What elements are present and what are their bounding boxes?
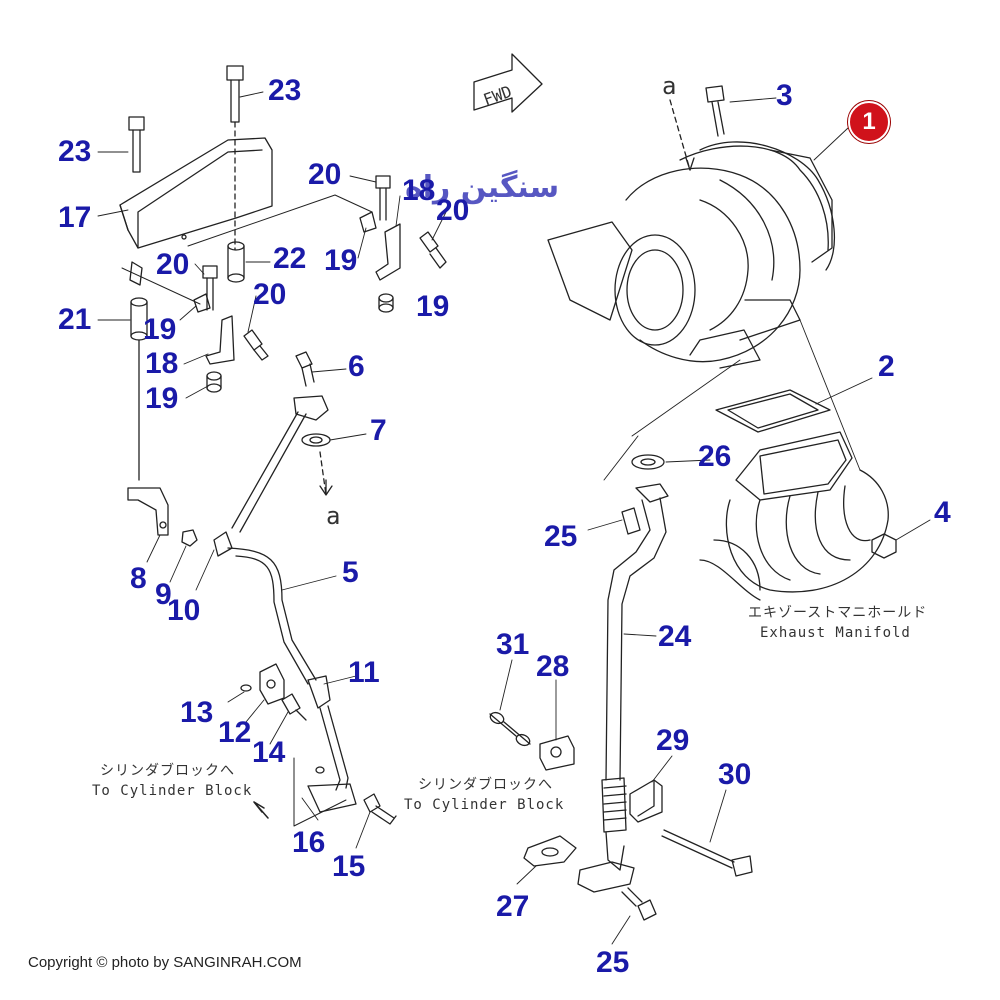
- callout-2: 2: [878, 350, 895, 383]
- callout-31: 31: [496, 628, 530, 661]
- clamp-29: [629, 779, 663, 823]
- callout-5: 5: [342, 556, 359, 589]
- callout-11: 11: [348, 656, 380, 689]
- washer-7: [301, 433, 331, 447]
- clamp-8: [127, 487, 169, 536]
- bracket-18-lower: [193, 265, 235, 365]
- callout-26: 26: [698, 440, 732, 473]
- clip-28: [539, 735, 575, 771]
- bolt-23-top: [226, 65, 244, 251]
- banjo-bolt-6: [295, 351, 315, 387]
- leader-lines: [97, 91, 931, 945]
- washer-13: [240, 684, 252, 692]
- bolt-14: [281, 693, 307, 721]
- bolt-25-lower: [621, 887, 657, 921]
- bolt-15: [363, 793, 397, 825]
- callout-12: 12: [218, 716, 252, 749]
- note-cyl-block-left-jp: シリンダブロックへ: [100, 763, 235, 779]
- fwd-label: FWD: [481, 82, 515, 110]
- callout-10: 10: [167, 594, 201, 627]
- gasket-12: [259, 663, 285, 705]
- callout-18-lower: 18: [145, 347, 179, 380]
- callout-4: 4: [934, 496, 951, 529]
- callout-20-b: 20: [436, 194, 470, 227]
- callout-9: 9: [155, 578, 172, 611]
- callout-24: 24: [658, 620, 692, 653]
- callout-7: 7: [370, 414, 387, 447]
- note-manifold-jp: エキゾーストマニホールド: [748, 605, 928, 621]
- callout-18-upper: 18: [402, 174, 436, 207]
- bolt-20-upper-right: [419, 231, 447, 269]
- nut-9: [181, 529, 198, 547]
- callout-23-left: 23: [58, 135, 92, 168]
- turbocharger-1: [547, 141, 836, 369]
- sleeve-31: [489, 711, 531, 747]
- callout-16: 16: [292, 826, 326, 859]
- callout-29: 29: [656, 724, 690, 757]
- nut-4: [871, 533, 897, 559]
- part-1-badge: 1: [848, 101, 890, 143]
- callout-17: 17: [58, 201, 92, 234]
- callout-22: 22: [273, 242, 307, 275]
- oil-tube-5: [213, 395, 357, 813]
- spacer-22: [227, 241, 245, 283]
- bracket-18-upper: [375, 175, 401, 281]
- callout-3: 3: [776, 79, 793, 112]
- callout-28: 28: [536, 650, 570, 683]
- callout-8: 8: [130, 562, 147, 595]
- gasket-26: [631, 454, 665, 470]
- callout-13: 13: [180, 696, 214, 729]
- note-cyl-block-left-en: To Cylinder Block: [92, 783, 253, 799]
- callout-30: 30: [718, 758, 752, 791]
- callout-19-b: 19: [416, 290, 450, 323]
- view-mark-top: a: [662, 72, 676, 100]
- note-cyl-block-right-jp: シリンダブロックへ: [418, 777, 553, 793]
- callout-19-d: 19: [145, 382, 179, 415]
- spacer-19-upper: [359, 211, 394, 313]
- callout-21: 21: [58, 303, 92, 336]
- drain-pipe-24: [577, 483, 669, 893]
- bolt-20-lower: [243, 329, 269, 361]
- fwd-arrow-sign: [473, 53, 543, 113]
- callout-6: 6: [348, 350, 365, 383]
- bolt-30: [661, 829, 753, 877]
- callout-20-a: 20: [308, 158, 342, 191]
- spacer-19-lower: [206, 371, 222, 393]
- exhaust-manifold: [699, 431, 889, 601]
- callout-27: 27: [496, 890, 530, 923]
- spacer-21: [130, 297, 148, 481]
- callout-20-c: 20: [156, 248, 190, 281]
- gasket-2: [715, 389, 831, 433]
- view-mark-pipe: a: [326, 502, 340, 530]
- heat-shield-17: [119, 137, 273, 286]
- callout-23-top: 23: [268, 74, 302, 107]
- bolt-23-left: [128, 116, 145, 173]
- gasket-27: [523, 835, 577, 867]
- callout-19-a: 19: [324, 244, 358, 277]
- callout-25-upper: 25: [544, 520, 578, 553]
- callout-25-lower: 25: [596, 946, 630, 979]
- callout-20-d: 20: [253, 278, 287, 311]
- bolt-3: [705, 85, 725, 137]
- bolt-25-upper: [621, 507, 641, 535]
- watermark-logo: سنگین راه: [405, 170, 560, 205]
- note-cyl-block-right-en: To Cylinder Block: [404, 797, 565, 813]
- callout-14: 14: [252, 736, 286, 769]
- note-manifold-en: Exhaust Manifold: [760, 625, 911, 641]
- copyright-text: Copyright © photo by SANGINRAH.COM: [28, 954, 302, 971]
- callout-15: 15: [332, 850, 366, 883]
- washer-14b: [315, 766, 325, 774]
- callout-19-c: 19: [143, 313, 177, 346]
